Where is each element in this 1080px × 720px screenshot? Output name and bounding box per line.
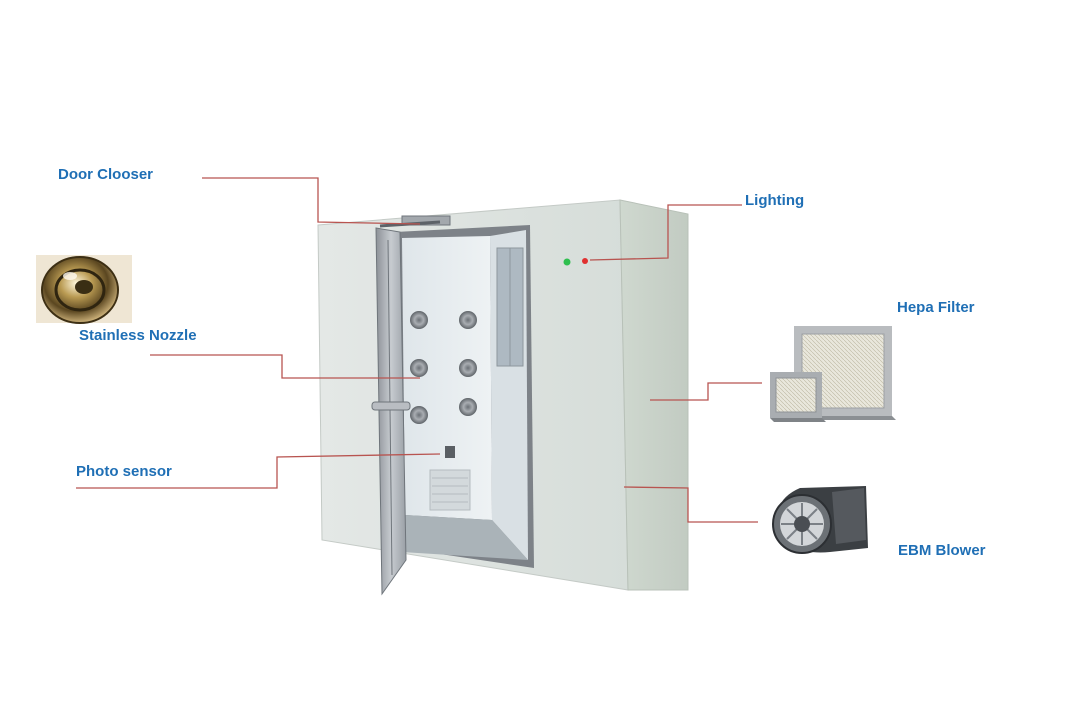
label-lighting: Lighting bbox=[745, 192, 805, 209]
label-stainless-nozzle: Stainless Nozzle bbox=[79, 327, 197, 344]
leader-ebm-blower bbox=[623, 486, 758, 523]
door-panel bbox=[375, 227, 407, 596]
interior-floor bbox=[402, 515, 528, 560]
photo-sensor bbox=[445, 446, 455, 458]
nozzle bbox=[459, 398, 477, 416]
nozzle bbox=[410, 359, 428, 377]
leader-stainless-nozzle bbox=[150, 354, 420, 379]
interior-wall bbox=[402, 236, 492, 520]
indicator-light-green bbox=[563, 258, 571, 266]
nozzle bbox=[410, 406, 428, 424]
indicator-light-red bbox=[582, 258, 588, 264]
label-door-closer: Door Clooser bbox=[58, 166, 154, 183]
nozzle bbox=[459, 359, 477, 377]
cabinet-side bbox=[619, 199, 689, 591]
label-photo-sensor: Photo sensor bbox=[76, 463, 172, 480]
nozzle bbox=[459, 311, 477, 329]
label-hepa-filter: Hepa Filter bbox=[897, 299, 975, 316]
leader-lines bbox=[76, 177, 762, 523]
air-shower-cabinet bbox=[317, 199, 689, 596]
stainless-nozzle-icon bbox=[36, 255, 132, 324]
leader-lighting bbox=[589, 204, 742, 261]
interior-nozzles bbox=[410, 311, 477, 424]
leader-photo-sensor bbox=[76, 453, 441, 489]
leader-door-closer bbox=[202, 177, 421, 225]
nozzle bbox=[410, 311, 428, 329]
ebm-blower-icon bbox=[772, 486, 868, 554]
lower-vent-grille bbox=[429, 469, 471, 511]
door-handle bbox=[371, 401, 411, 411]
leader-hepa-filter bbox=[650, 382, 762, 401]
label-ebm-blower: EBM Blower bbox=[898, 542, 986, 559]
hepa-filter-icon bbox=[770, 326, 896, 422]
